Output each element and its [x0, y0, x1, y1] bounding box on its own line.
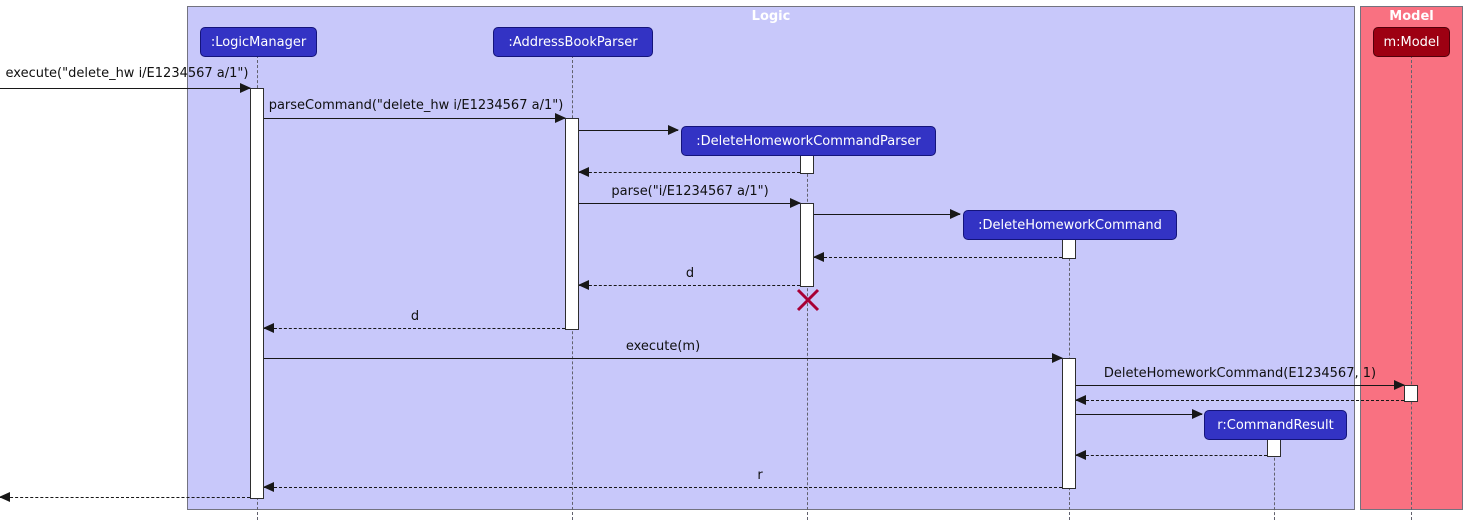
arrow-parse-command	[264, 113, 566, 123]
label-return-d-logic: d	[410, 309, 420, 324]
arrowhead-icon	[1052, 353, 1063, 363]
destroy-x-icon	[796, 288, 820, 312]
arrow-return-d-to-parser	[578, 280, 800, 290]
arrow-return-from-model	[1075, 395, 1404, 405]
label-create-command: DeleteHomeworkCommand(E1234567, 1)	[1103, 366, 1377, 381]
model-frame-title: Model	[1389, 9, 1434, 24]
arrow-execute	[0, 83, 251, 93]
lifeline-command-result	[1274, 438, 1275, 520]
arrow-create-command-result	[1076, 409, 1203, 419]
label-parse: parse("i/E1234567 a/1")	[611, 184, 769, 199]
arrowhead-icon	[1394, 380, 1405, 390]
arrow-delete-homework-command-call	[1076, 380, 1405, 390]
participant-delete-homework-command: :DeleteHomeworkCommand	[963, 210, 1177, 240]
arrowhead-icon	[1192, 409, 1203, 419]
arrowhead-icon	[240, 83, 251, 93]
arrowhead-icon	[813, 252, 824, 262]
lifeline-model	[1411, 55, 1412, 520]
arrow-create-parser	[579, 125, 679, 135]
participant-logic-manager: :LogicManager	[200, 27, 317, 57]
participant-model: m:Model	[1373, 27, 1450, 57]
activation-parser-parse	[800, 203, 814, 287]
arrow-return-r	[263, 482, 1062, 492]
arrowhead-icon	[263, 323, 274, 333]
arrow-return-to-caller	[0, 492, 250, 502]
activation-address-book-parser	[565, 118, 579, 330]
label-execute: execute("delete_hw i/E1234567 a/1")	[5, 66, 249, 81]
label-return-r: r	[757, 468, 763, 483]
arrow-return-parser-created	[578, 167, 800, 177]
arrowhead-icon	[1075, 395, 1086, 405]
arrow-return-d-to-logic-manager	[263, 323, 565, 333]
arrowhead-icon	[950, 209, 961, 219]
arrow-parse	[579, 198, 801, 208]
activation-model	[1404, 385, 1418, 402]
activation-command-execute	[1062, 358, 1076, 489]
logic-frame-title: Logic	[751, 9, 791, 24]
activation-command-constructor	[1062, 238, 1076, 259]
arrowhead-icon	[1075, 450, 1086, 460]
arrow-execute-m	[264, 353, 1063, 363]
activation-logic-manager	[250, 88, 264, 499]
arrowhead-icon	[555, 113, 566, 123]
label-execute-m: execute(m)	[625, 339, 701, 354]
arrow-create-command	[814, 209, 961, 219]
activation-parser-constructor	[800, 154, 814, 174]
logic-frame: Logic	[187, 6, 1355, 510]
arrowhead-icon	[790, 198, 801, 208]
arrowhead-icon	[668, 125, 679, 135]
arrow-return-command-created	[813, 252, 1062, 262]
participant-address-book-parser: :AddressBookParser	[493, 27, 653, 57]
participant-command-result: r:CommandResult	[1204, 410, 1347, 440]
arrowhead-icon	[263, 482, 274, 492]
lifeline-delete-homework-command-parser	[807, 154, 808, 520]
participant-delete-homework-command-parser: :DeleteHomeworkCommandParser	[681, 126, 936, 156]
activation-command-result	[1267, 438, 1281, 457]
label-return-d-parser: d	[685, 266, 695, 281]
arrowhead-icon	[578, 167, 589, 177]
arrowhead-icon	[578, 280, 589, 290]
label-parse-command: parseCommand("delete_hw i/E1234567 a/1")	[268, 98, 564, 113]
arrowhead-icon	[0, 492, 10, 502]
arrow-return-command-result-created	[1075, 450, 1267, 460]
